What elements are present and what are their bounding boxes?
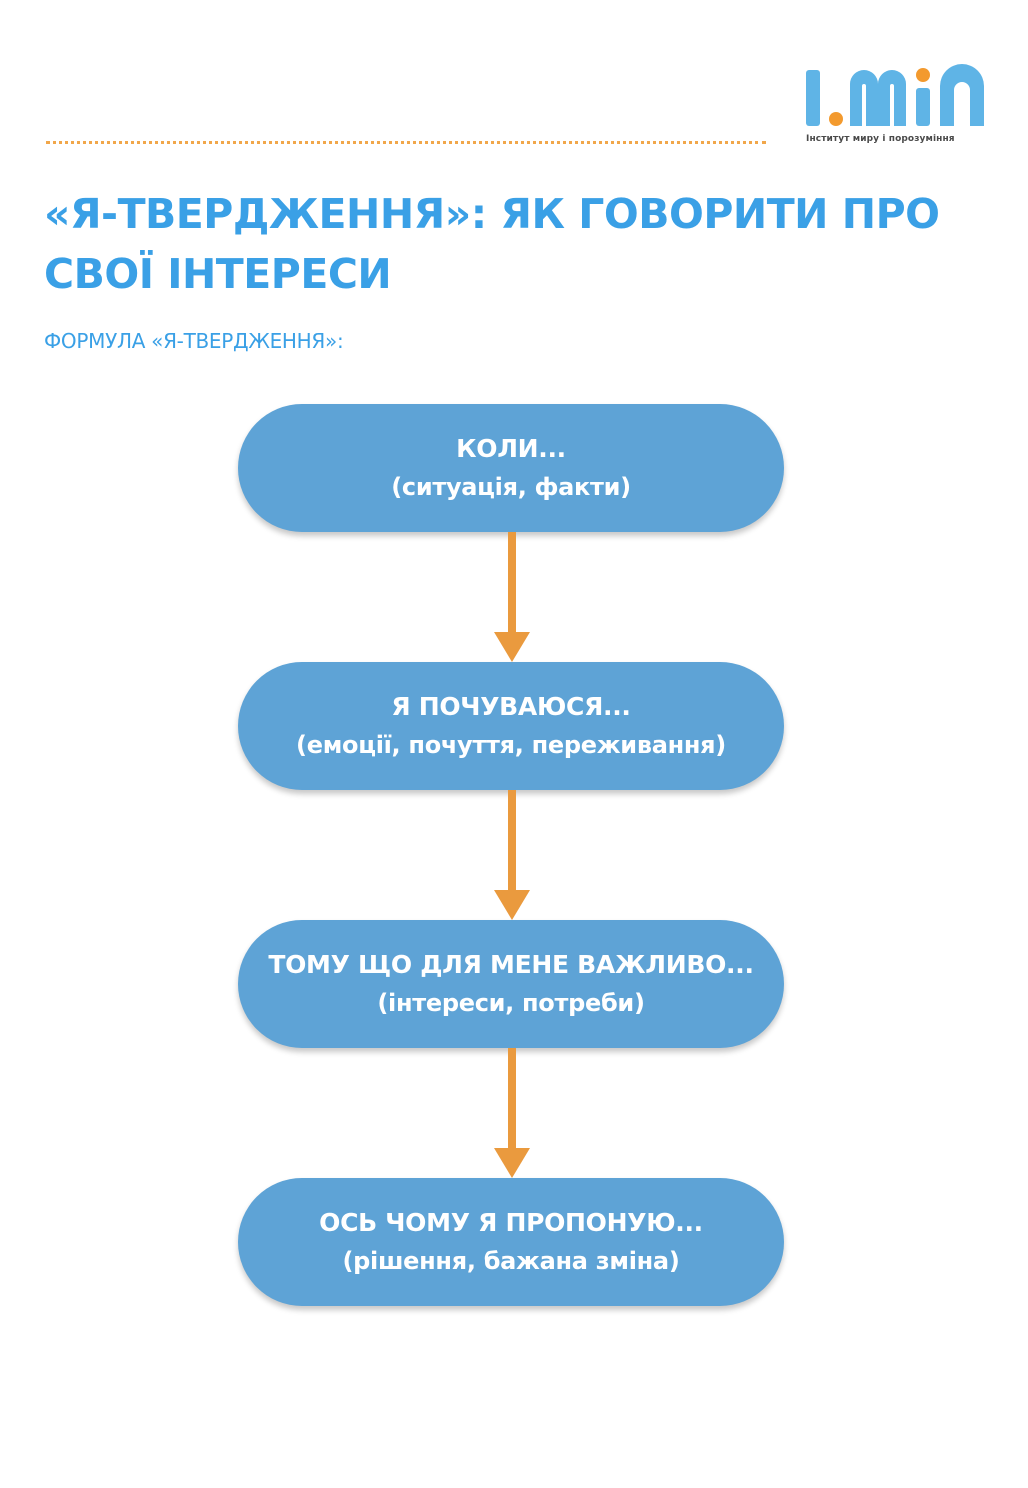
flow-step-needs: ТОМУ ЩО ДЛЯ МЕНЕ ВАЖЛИВО... (інтереси, п… xyxy=(238,920,784,1048)
page-subtitle: ФОРМУЛА «Я-ТВЕРДЖЕННЯ»: xyxy=(44,329,344,353)
flow-step-heading: ТОМУ ЩО ДЛЯ МЕНЕ ВАЖЛИВО... xyxy=(268,950,754,979)
page-title: «Я-ТВЕРДЖЕННЯ»: ЯК ГОВОРИТИ ПРО СВОЇ ІНТ… xyxy=(44,190,940,298)
arrow-down-icon xyxy=(494,790,530,920)
flow-step-note: (ситуація, факти) xyxy=(391,473,631,501)
flow-step-when: КОЛИ... (ситуація, факти) xyxy=(238,404,784,532)
flow-step-heading: КОЛИ... xyxy=(456,434,566,463)
flow-step-note: (інтереси, потреби) xyxy=(377,989,645,1017)
flow-step-heading: Я ПОЧУВАЮСЯ... xyxy=(391,692,631,721)
logo-tagline: Інститут миру і порозуміння xyxy=(806,134,955,144)
flow-step-note: (рішення, бажана зміна) xyxy=(342,1247,680,1275)
imin-wordmark-icon xyxy=(806,64,984,126)
flow-step-feeling: Я ПОЧУВАЮСЯ... (емоції, почуття, пережив… xyxy=(238,662,784,790)
arrow-down-icon xyxy=(494,532,530,662)
arrow-down-icon xyxy=(494,1048,530,1178)
flow-step-note: (емоції, почуття, переживання) xyxy=(296,731,726,759)
flow-step-proposal: ОСЬ ЧОМУ Я ПРОПОНУЮ... (рішення, бажана … xyxy=(238,1178,784,1306)
flow-step-heading: ОСЬ ЧОМУ Я ПРОПОНУЮ... xyxy=(319,1208,703,1237)
imin-logo: Інститут миру і порозуміння xyxy=(804,64,988,152)
header-divider xyxy=(46,141,766,144)
